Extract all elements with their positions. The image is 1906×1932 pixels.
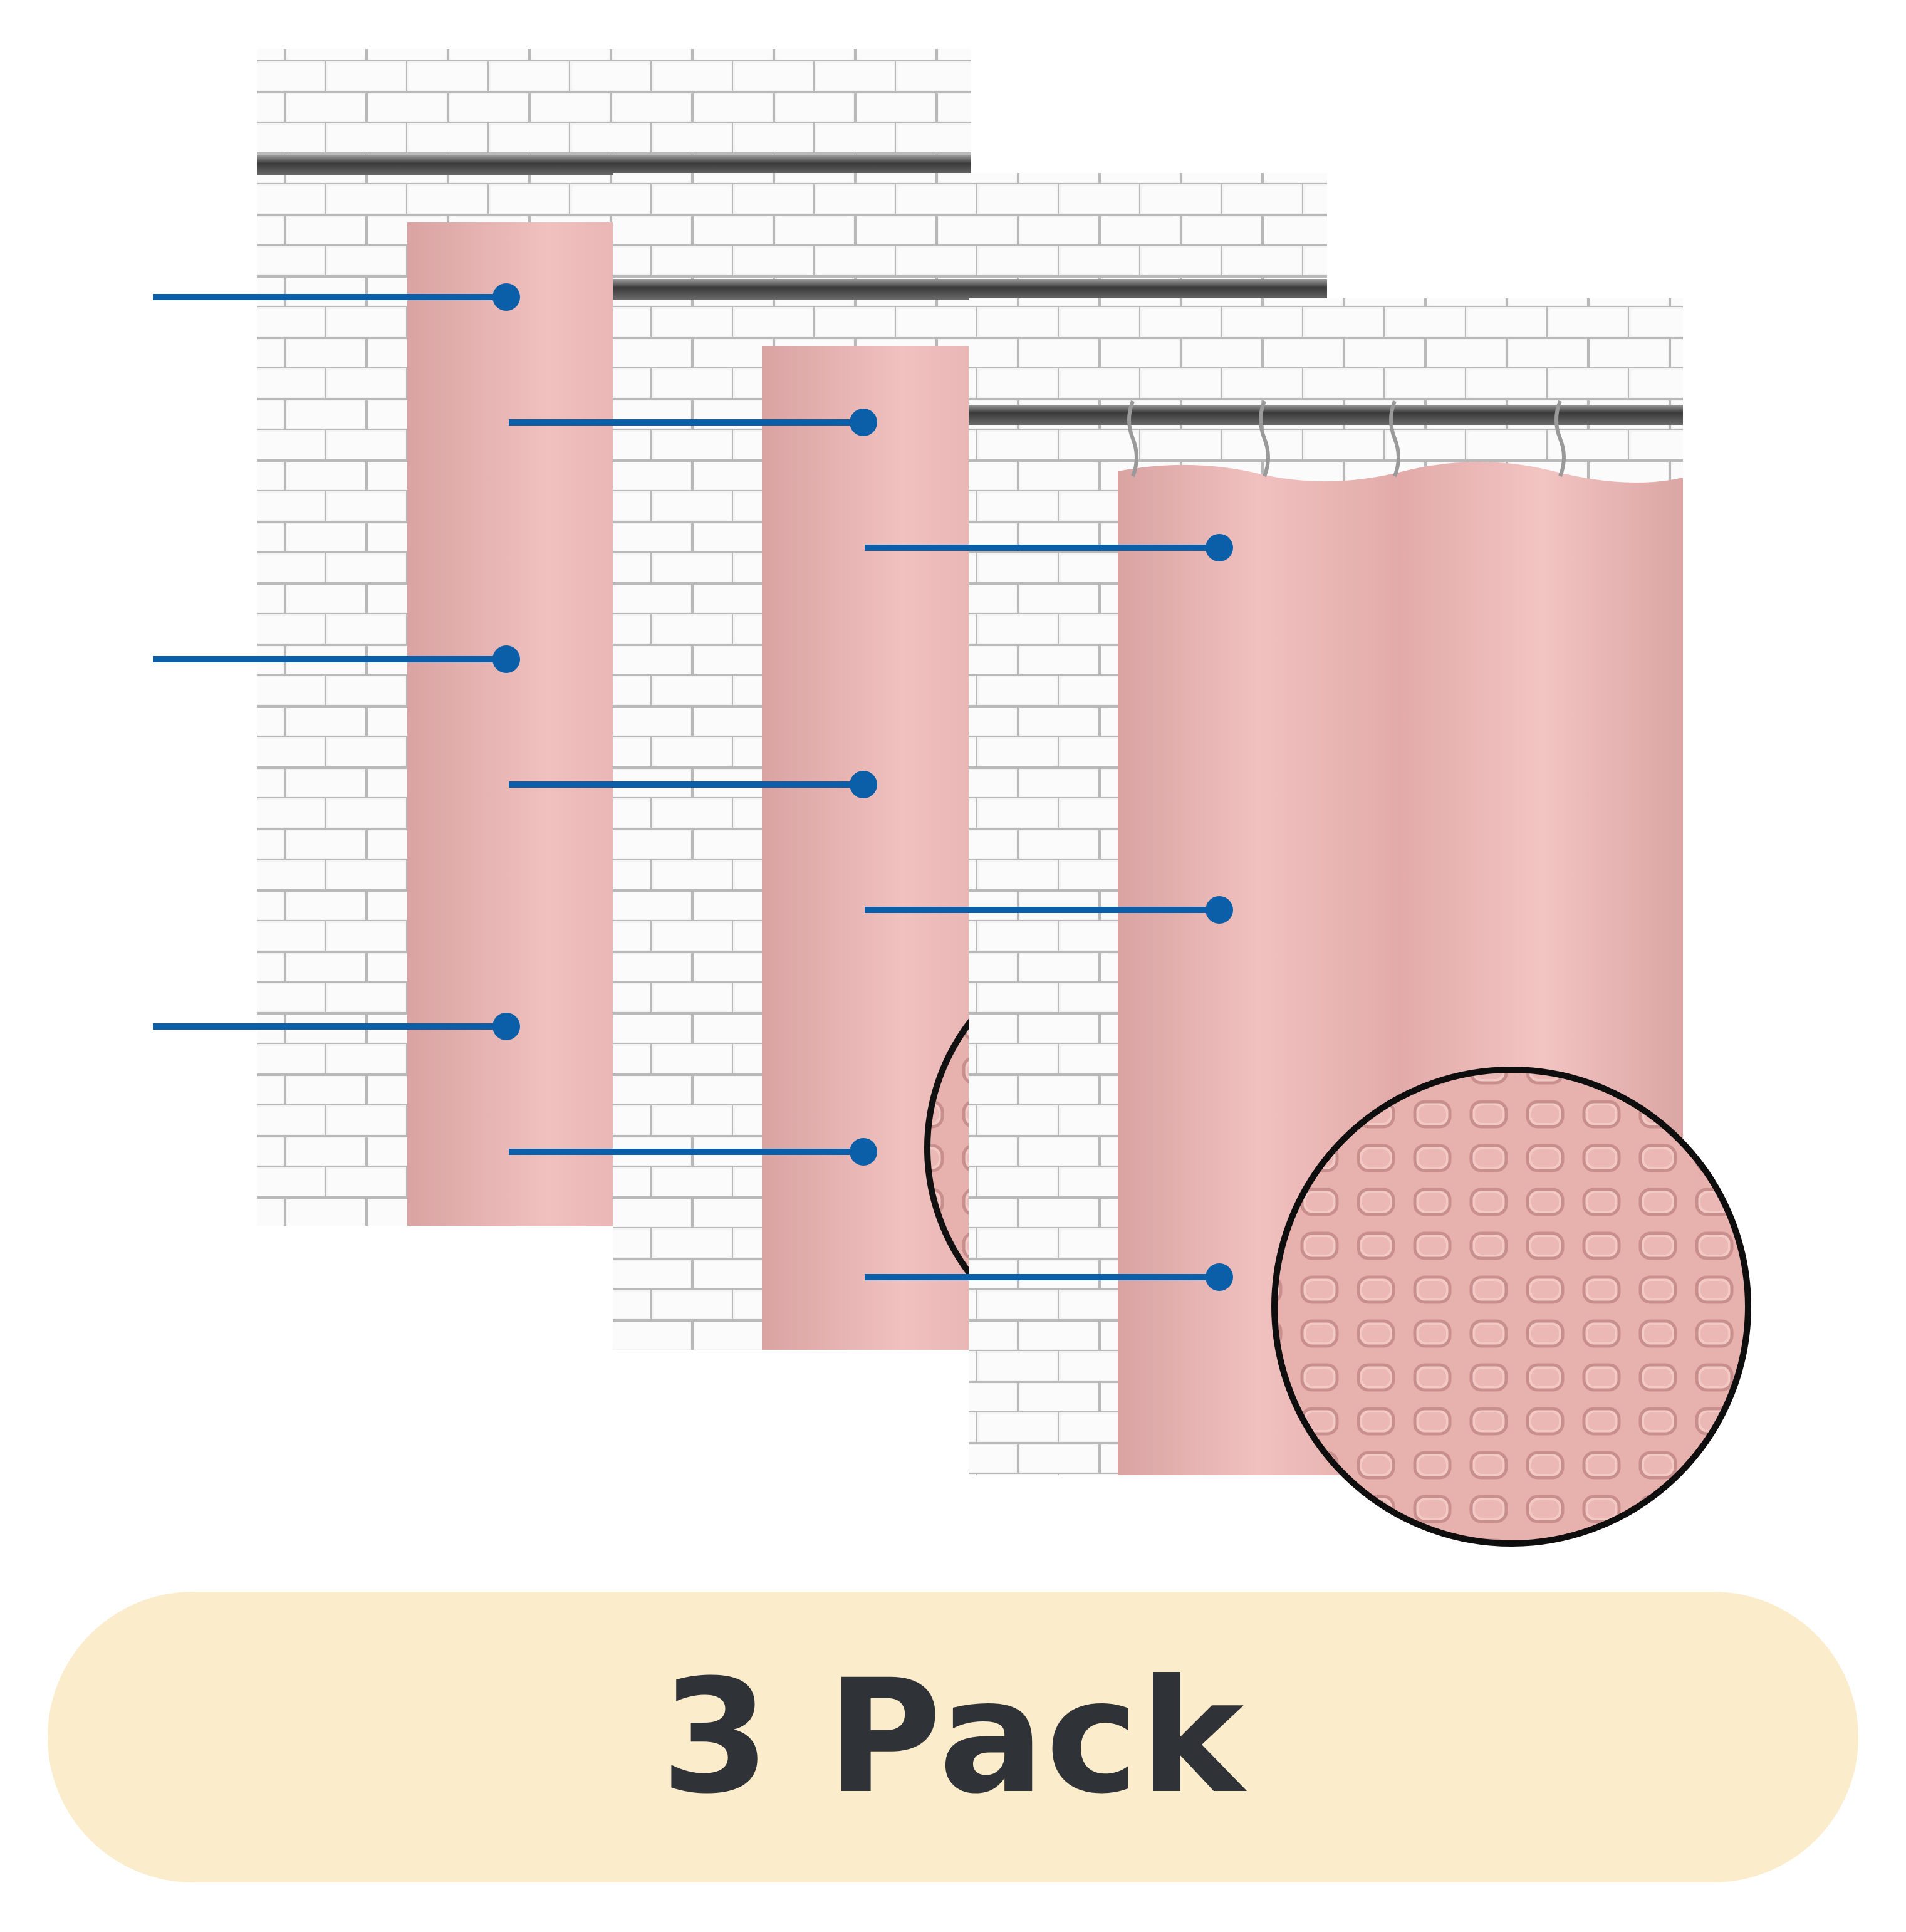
pack-count-banner: 3 Pack xyxy=(48,1592,1858,1882)
pack-count-label: 3 Pack xyxy=(660,1646,1246,1828)
callout-dot-icon xyxy=(153,283,1233,1291)
fabric-zoom-icon xyxy=(1271,1067,1751,1547)
product-image xyxy=(153,49,1751,1547)
curtain-ring-icon xyxy=(1127,400,1566,478)
shower-rod-icon xyxy=(257,155,971,175)
